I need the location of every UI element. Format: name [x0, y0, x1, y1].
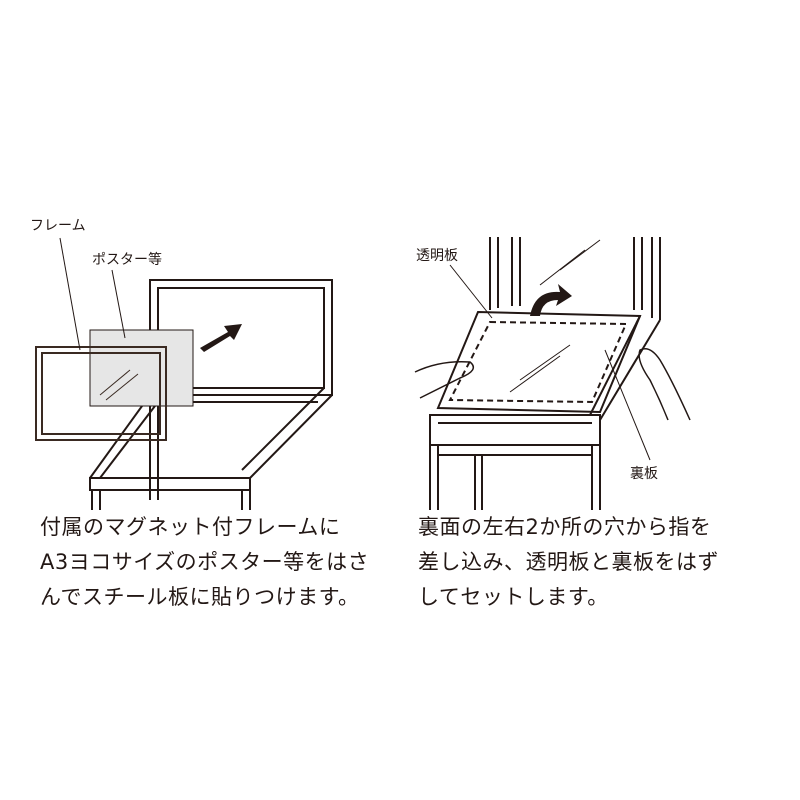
left-caption-line: A3ヨコサイズのポスター等をはさ: [40, 550, 370, 574]
right-caption: 裏面の左右2か所の穴から指を 差し込み、透明板と裏板をはず してセットします。: [418, 510, 719, 615]
left-caption: 付属のマグネット付フレームに A3ヨコサイズのポスター等をはさ んでスチール板に…: [40, 510, 369, 615]
arrow-icon: [200, 324, 242, 352]
leader-lines-right: [449, 264, 651, 461]
right-caption-line: 裏面の左右2か所の穴から指を: [418, 515, 712, 539]
curved-arrow-icon: [530, 284, 572, 316]
label-frame: フレーム: [30, 218, 86, 234]
right-caption-line: してセットします。: [418, 585, 609, 609]
leader-lines-left: [59, 237, 126, 351]
left-caption-line: 付属のマグネット付フレームに: [40, 515, 341, 539]
poster-sheet: [89, 329, 194, 407]
left-caption-line: んでスチール板に貼りつけます。: [40, 585, 360, 609]
right-stand-illustration: [414, 237, 691, 510]
label-poster: ポスター等: [92, 252, 162, 268]
left-stand-illustration: [89, 279, 333, 510]
label-back-plate: 裏板: [630, 466, 658, 482]
label-clear-plate: 透明板: [416, 248, 458, 264]
right-caption-line: 差し込み、透明板と裏板をはず: [418, 550, 719, 574]
magnet-frame: [35, 346, 167, 441]
